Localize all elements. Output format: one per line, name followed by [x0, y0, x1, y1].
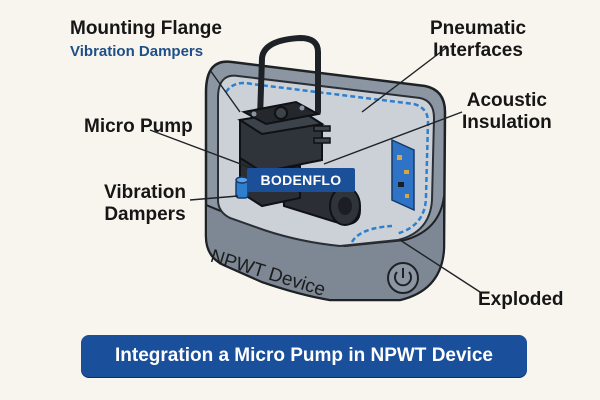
- power-button: [387, 262, 419, 294]
- label-vibration-dampers: Vibration Dampers: [104, 182, 186, 226]
- pneumatic-tube: [257, 34, 321, 121]
- label-micro-pump: Micro Pump: [84, 116, 193, 137]
- label-vibration-line1: Vibration: [104, 182, 186, 203]
- leader-lines: [149, 47, 481, 293]
- label-exploded: Exploded: [478, 289, 564, 310]
- label-acoustic-line1: Acoustic: [466, 90, 547, 111]
- label-pneumatic-line2: Interfaces: [433, 40, 523, 61]
- power-icon: [394, 271, 412, 287]
- label-vibration-dampers-sub: Vibration Dampers: [70, 43, 204, 60]
- label-acoustic-line2: Insulation: [462, 112, 552, 133]
- title-banner: Integration a Micro Pump in NPWT Device: [81, 335, 527, 377]
- label-mounting-flange: Mounting Flange: [70, 18, 222, 39]
- banner-title: Integration a Micro Pump in NPWT Device: [115, 345, 493, 366]
- acoustic-insulation-line: [224, 81, 430, 236]
- micro-pump: [237, 100, 362, 226]
- label-pneumatic-interfaces: Pneumatic Interfaces: [430, 18, 526, 62]
- pcb-board: [391, 138, 415, 212]
- acoustic-insulation-line-lower: [350, 224, 393, 243]
- label-acoustic-insulation: Acoustic Insulation: [462, 90, 552, 134]
- brand-logo-text: BODENFLO: [260, 172, 342, 188]
- label-vibration-line2: Dampers: [104, 204, 186, 225]
- label-pneumatic-line1: Pneumatic: [430, 18, 527, 39]
- brand-logo: BODENFLO: [247, 168, 355, 192]
